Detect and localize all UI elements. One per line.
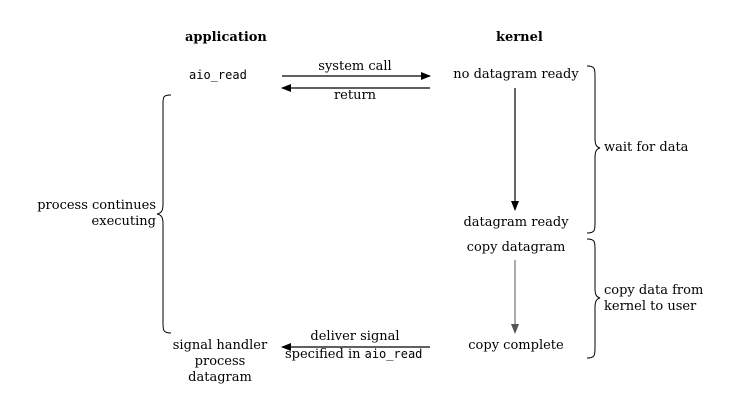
copy-data-line1: copy data from [604,283,704,298]
return-label: return [333,88,377,103]
deliver-signal-label: deliver signal [310,329,400,344]
signal-handler-line1: signal handler [172,338,268,353]
copy-datagram: copy datagram [466,240,566,255]
no-datagram-ready: no datagram ready [453,67,579,82]
copy-data-line2: kernel to user [604,299,697,314]
specified-in-label: specified in aio_read [285,346,422,363]
copy-data-brace [586,238,601,359]
application-header: application [185,30,267,45]
process-continues-brace [156,94,172,334]
specified-in-prefix: specified in [285,347,365,362]
kernel-header: kernel [496,30,543,45]
signal-handler-line2: process [194,354,246,369]
wait-for-data-label: wait for data [604,140,689,155]
signal-handler-line3: datagram [188,370,252,385]
process-continues-line1: process continues [37,198,156,213]
copy-complete: copy complete [468,338,564,353]
specified-in-code: aio_read [364,347,423,361]
aio-read-call: aio_read [189,68,247,82]
datagram-ready: datagram ready [463,215,569,230]
process-continues-line2: executing [91,214,156,229]
system-call-label: system call [318,59,392,74]
wait-for-data-brace [586,65,601,234]
